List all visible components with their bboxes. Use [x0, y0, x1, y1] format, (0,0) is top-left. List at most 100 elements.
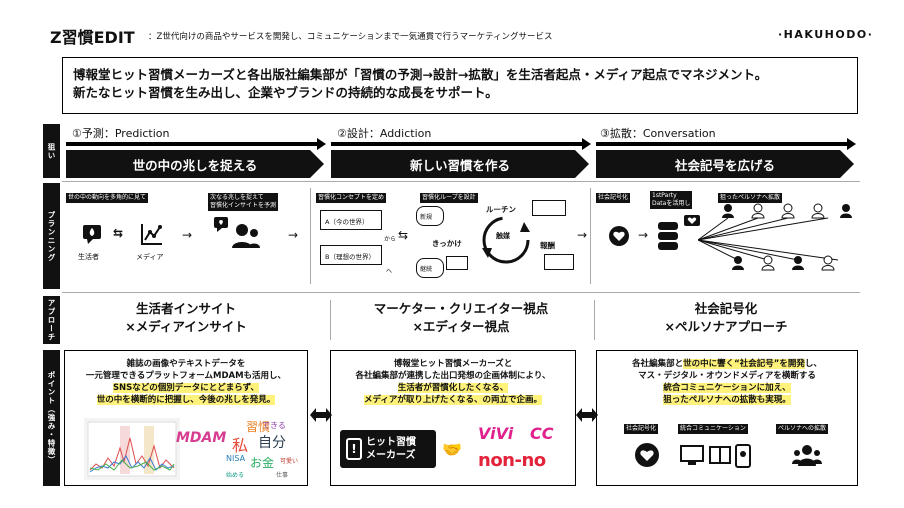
phase-label-conversation: ③拡散：Conversation	[600, 127, 716, 140]
word-cloud-item: 仕事	[276, 472, 289, 479]
point-addiction-line4: メディアが取り上げたくなる、の両立で企画。	[364, 395, 542, 405]
approach-addiction-line1: マーケター・クリエイター視点	[373, 301, 549, 316]
consumer-icon	[82, 223, 104, 245]
heart-icon	[608, 225, 630, 247]
point-conversation-line2: マス・デジタル・オウンドメディアを横断する	[638, 371, 816, 381]
speech-bubble-blank	[532, 200, 566, 216]
media-devices-icon	[680, 444, 760, 468]
word-cloud-item: 自分	[258, 435, 286, 451]
point-conversation-text: 各社編集部と世の中に響く“社会記号”を開発し、 マス・デジタル・オウンドメディア…	[596, 358, 858, 406]
double-arrow-icon	[310, 407, 332, 426]
phase-band-prediction: 世の中の兆しを捉える	[66, 150, 324, 178]
tag-spread-persona: 狙ったペルソナへ拡散	[718, 193, 783, 203]
tag-social-symbolization: 社会記号化	[624, 424, 659, 434]
tag-observe-trends: 世の中の動向を多角的に見て	[66, 193, 149, 203]
word-cloud-item: 始める	[226, 472, 245, 479]
page-subtitle: ：Z世代向けの商品やサービスを開発し、コミュニケーションまで一気通貫で行うマーケ…	[148, 32, 553, 42]
phase-band-conversation: 社会記号を広げる	[596, 150, 854, 178]
column-divider	[330, 300, 331, 340]
word-cloud-item: 私	[232, 436, 249, 455]
heart-icon	[634, 442, 660, 468]
double-arrow-icon	[576, 407, 598, 426]
row-label-planning: プランニング	[43, 183, 60, 289]
approach-prediction-line2: ×メディアインサイト	[125, 319, 247, 334]
vivi-logo: ViVi	[478, 424, 514, 443]
approach-prediction: 生活者インサイト ×メディアインサイト	[66, 300, 306, 336]
point-prediction-line2: 一元管理できるプラットフォームMDAMも活用し、	[85, 371, 287, 381]
row-label-aim: 狙い	[43, 124, 60, 178]
point-conversation-line1c: し、	[804, 359, 822, 369]
phase-label-addiction: ②設計：Addiction	[337, 127, 432, 140]
persona-group-icon	[792, 442, 822, 468]
point-addiction-line3: 生活者が習慣化したくなる、	[397, 383, 509, 393]
tag-predict-insight-line2: 習慣化インサイトを予測	[210, 202, 277, 209]
intro-box: 博報堂ヒット習慣メーカーズと各出版社編集部が「習慣の予測→設計→拡散」を生活者起…	[62, 57, 858, 114]
insight-people-icon	[212, 216, 262, 248]
tag-predict-insight-line1: 次なる兆しを捉えて	[210, 194, 264, 201]
word-cloud: 習慣 私 自分 できる お金 NISA 仕事 可愛い 始める	[226, 418, 300, 480]
phase-label-prediction: ①予測：Prediction	[72, 127, 170, 140]
word-cloud-item: 可愛い	[280, 458, 299, 465]
hit-habit-makers-line1: ヒット習慣	[366, 437, 416, 448]
label-consumer: 生活者	[78, 253, 99, 261]
world-a-box: A（今の世界）	[320, 210, 382, 230]
intro-line-2: 新たなヒット習慣を生み出し、企業やブランドの持続的な成長をサポート。	[73, 85, 498, 100]
point-addiction-line2: 各社編集部が連携した出口発想の企画体制により、	[355, 371, 551, 381]
tag-integrated-communication: 統合コミュニケーション	[678, 424, 748, 434]
approach-conversation-line2: ×ペルソナアプローチ	[664, 319, 788, 334]
trend-chart-image	[84, 418, 180, 480]
cancam-logo: CC	[530, 424, 554, 443]
arrow-right-icon: →	[288, 228, 299, 242]
tag-first-party-data: 1stParty Dataを活用し	[650, 191, 693, 209]
tag-social-symbol: 社会記号化	[596, 193, 631, 203]
word-cloud-item: NISA	[226, 454, 246, 463]
trigger-continue-bubble: 継続	[416, 258, 444, 278]
row-label-approach: アプローチ	[43, 296, 60, 344]
arrow-right-icon: →	[638, 228, 649, 242]
label-routine: ルーチン	[486, 205, 516, 214]
tag-first-party-line2: Dataを活用し	[652, 200, 691, 207]
word-cloud-item: お金	[250, 456, 275, 470]
point-box-conversation	[596, 350, 858, 486]
intro-line-1: 博報堂ヒット習慣メーカーズと各出版社編集部が「習慣の予測→設計→拡散」を生活者起…	[73, 67, 768, 82]
point-conversation-line1a: 各社編集部と	[632, 359, 684, 369]
exchange-icon: ⇆	[398, 228, 409, 242]
tag-define-concept: 習慣化コンセプトを定め	[316, 193, 387, 203]
phase-arrow	[596, 138, 856, 150]
row-divider	[62, 292, 860, 293]
tag-first-party-line1: 1stParty	[652, 192, 677, 199]
tag-persona-spread: ペルソナへの拡散	[776, 424, 829, 434]
point-box-addiction	[330, 350, 576, 486]
approach-addiction-line2: ×エディター視点	[412, 319, 510, 334]
column-divider	[310, 188, 311, 284]
point-prediction-line1: 雑誌の画像やテキストデータを	[126, 359, 246, 369]
label-from: から	[384, 236, 397, 243]
point-prediction-text: 雑誌の画像やテキストデータを 一元管理できるプラットフォームMDAMも活用し、 …	[64, 358, 308, 406]
label-reward: 報酬	[540, 241, 555, 250]
approach-addiction: マーケター・クリエイター視点 ×エディター視点	[334, 300, 588, 336]
tag-predict-insight: 次なる兆しを捉えて 習慣化インサイトを予測	[208, 193, 279, 211]
point-prediction-line3: SNSなどの個別データにとどまらず、	[112, 383, 260, 393]
hit-habit-makers-logo: ! ヒット習慣 メーカーズ	[340, 430, 436, 468]
point-prediction-line4: 世の中を横断的に把握し、今後の兆しを発見。	[96, 395, 276, 405]
phase-band-addiction: 新しい習慣を作る	[331, 150, 589, 178]
nonno-logo: non-no	[478, 450, 546, 471]
label-to: へ	[386, 268, 393, 275]
persona-cluster-icon	[697, 200, 858, 280]
hit-habit-makers-line2: メーカーズ	[366, 450, 416, 461]
approach-prediction-line1: 生活者インサイト	[135, 301, 236, 316]
handshake-icon: 🤝	[442, 440, 462, 459]
column-divider	[594, 300, 595, 340]
speech-bubble-blank	[446, 256, 468, 270]
point-addiction-line1: 博報堂ヒット習慣メーカーズと	[393, 359, 513, 369]
approach-conversation-line1: 社会記号化	[694, 301, 758, 316]
phase-arrow	[66, 138, 326, 150]
point-box-prediction	[64, 350, 308, 486]
phase-arrow	[331, 138, 591, 150]
column-divider	[590, 188, 591, 284]
label-kikkake: きっかけ	[432, 239, 462, 248]
arrow-right-icon: →	[577, 228, 588, 242]
point-conversation-line4: 狙ったペルソナへの拡散も実現。	[663, 395, 791, 405]
point-conversation-line3: 統合コミュニケーションに加え、	[663, 383, 791, 393]
exchange-icon: ⇆	[113, 226, 124, 240]
